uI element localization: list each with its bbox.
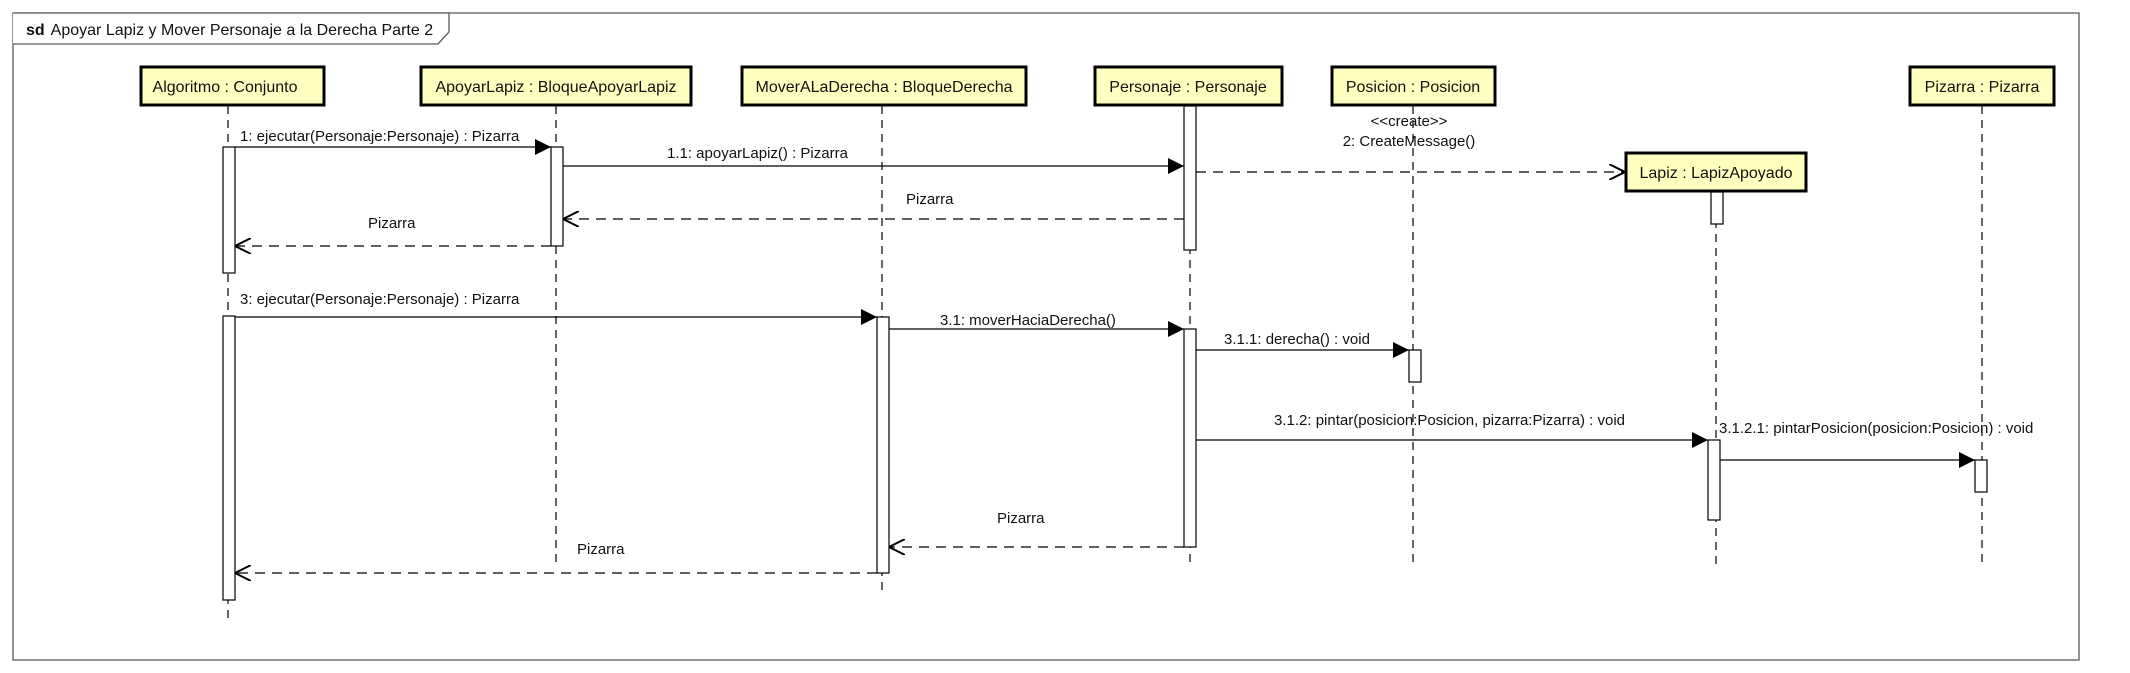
lifeline-label-pizarra: Pizarra : Pizarra (1925, 79, 2040, 96)
frame-title: Apoyar Lapiz y Mover Personaje a la Dere… (51, 22, 434, 39)
lifeline-box-posicion[interactable]: Posicion : Posicion (1330, 65, 1497, 107)
activation-personaje-2 (1183, 328, 1197, 548)
lifeline-box-algoritmo[interactable]: Algoritmo : Conjunto (139, 65, 326, 107)
message-1-1-label: 1.1: apoyarLapiz() : Pizarra (667, 145, 849, 162)
lifeline-label-lapiz: Lapiz : LapizApoyado (1640, 165, 1793, 182)
lifeline-box-pizarra[interactable]: Pizarra : Pizarra (1908, 65, 2056, 107)
activation-pizarra (1974, 459, 1988, 493)
return-1-label: Pizarra (368, 215, 416, 232)
lifeline-label-apoyar: ApoyarLapiz : BloqueApoyarLapiz (435, 79, 676, 96)
frame-label: sd Apoyar Lapiz y Mover Personaje a la De… (26, 22, 433, 39)
message-2-stereotype: <<create>> (1371, 113, 1448, 130)
lifeline-label-posicion: Posicion : Posicion (1346, 79, 1480, 96)
return-3-1-label: Pizarra (997, 510, 1045, 527)
lifeline-box-apoyar[interactable]: ApoyarLapiz : BloqueApoyarLapiz (419, 65, 693, 107)
return-1-1-label: Pizarra (906, 191, 954, 208)
activation-posicion (1408, 349, 1422, 383)
lifeline-box-lapiz[interactable]: Lapiz : LapizApoyado (1624, 151, 1808, 193)
message-3-1-2-label: 3.1.2: pintar(posicion:Posicion, pizarra… (1274, 412, 1625, 429)
frame-keyword: sd (26, 22, 45, 39)
frame-tab (13, 12, 450, 45)
message-1-label: 1: ejecutar(Personaje:Personaje) : Pizar… (240, 128, 520, 145)
activation-algoritmo-2 (222, 315, 236, 601)
lifeline-label-algoritmo: Algoritmo : Conjunto (153, 79, 298, 96)
lifeline-label-mover: MoverALaDerecha : BloqueDerecha (755, 79, 1012, 96)
activation-apoyar (550, 146, 564, 247)
lifeline-box-mover[interactable]: MoverALaDerecha : BloqueDerecha (740, 65, 1028, 107)
return-3-label: Pizarra (577, 541, 625, 558)
lifeline-label-personaje: Personaje : Personaje (1109, 79, 1267, 96)
activation-algoritmo-1 (222, 146, 236, 274)
message-3-label: 3: ejecutar(Personaje:Personaje) : Pizar… (240, 291, 520, 308)
activation-personaje-1 (1183, 105, 1197, 251)
frame-border (12, 12, 2080, 661)
activation-mover (876, 316, 890, 574)
activation-lapiz-2 (1707, 439, 1721, 521)
lifeline-box-personaje[interactable]: Personaje : Personaje (1093, 65, 1284, 107)
message-3-1-label: 3.1: moverHaciaDerecha() (940, 312, 1116, 329)
message-3-1-2-1-label: 3.1.2.1: pintarPosicion(posicion:Posicio… (1719, 420, 2033, 437)
activation-lapiz-1 (1710, 191, 1724, 225)
message-2-label: 2: CreateMessage() (1343, 133, 1476, 150)
message-3-1-1-label: 3.1.1: derecha() : void (1224, 331, 1370, 348)
